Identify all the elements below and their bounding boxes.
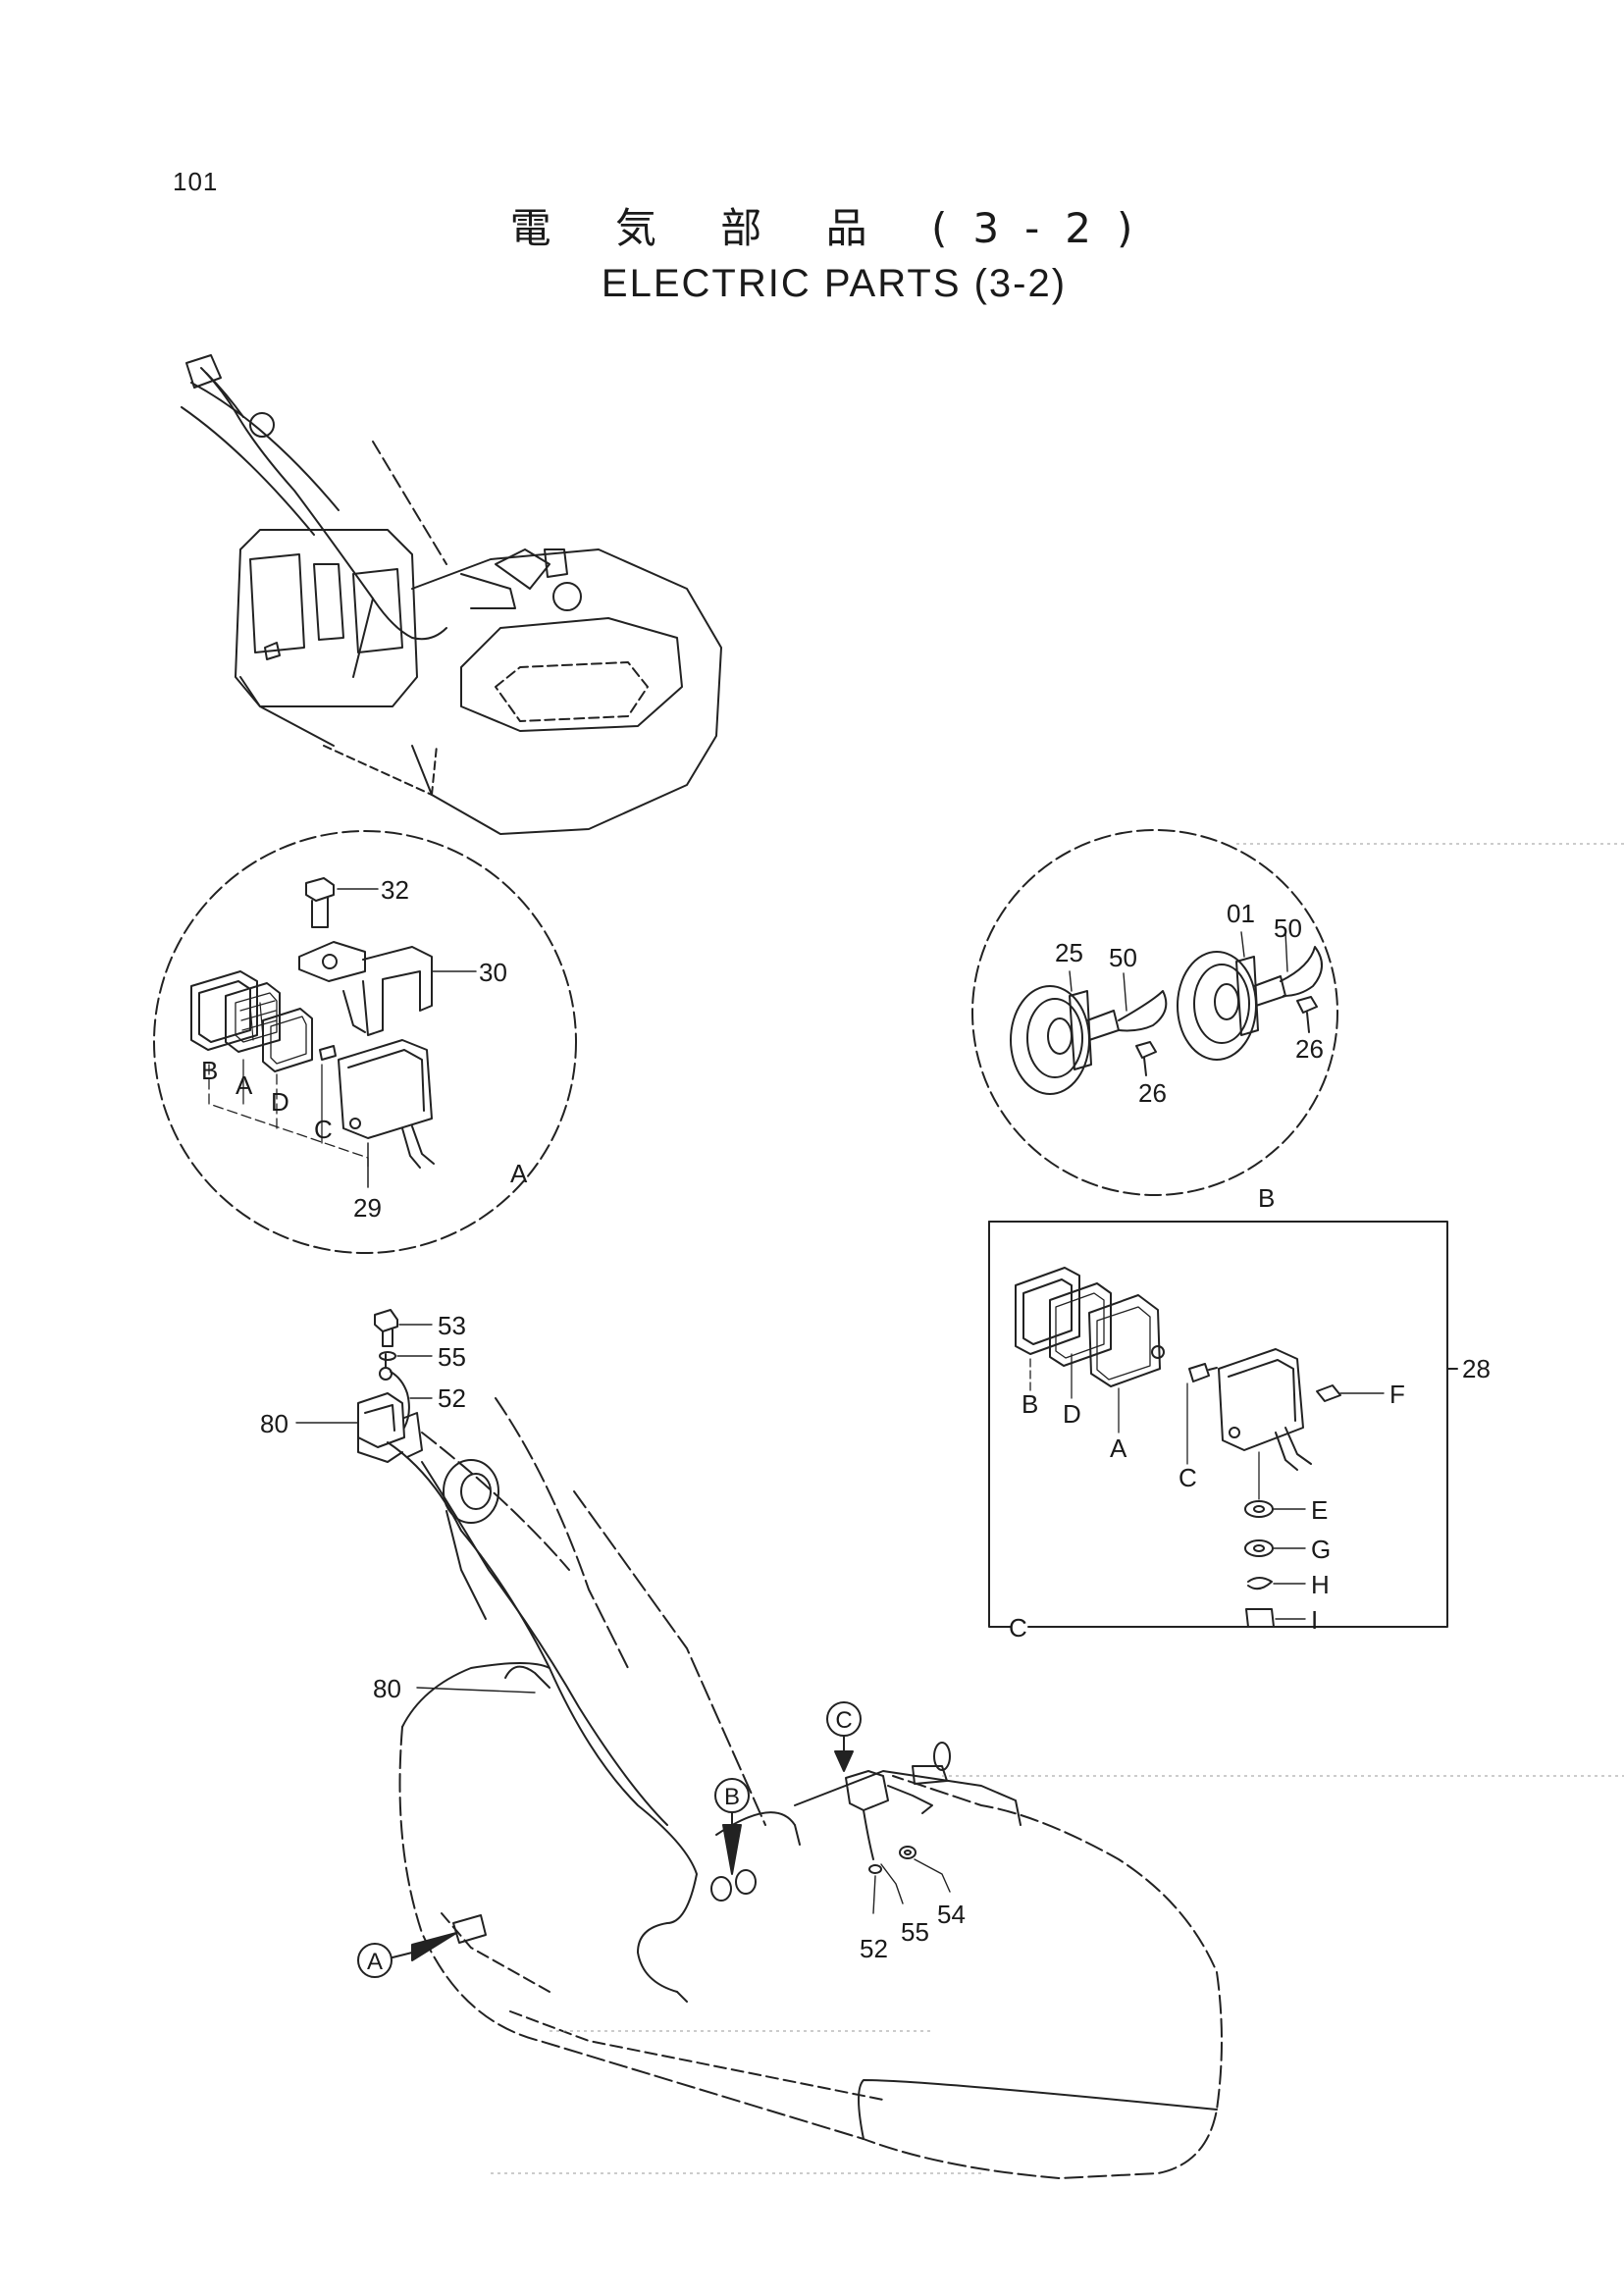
- callout-25: 25: [1055, 938, 1083, 967]
- letter-d: D: [271, 1087, 289, 1117]
- callout-80-top: 80: [260, 1409, 288, 1438]
- callout-52: 52: [438, 1383, 466, 1413]
- overview-excavator: [181, 354, 722, 835]
- callout-29: 29: [353, 1193, 382, 1223]
- detail-a-view: [153, 830, 577, 1254]
- callout-26-right: 26: [1295, 1034, 1324, 1064]
- callout-30: 30: [479, 958, 507, 987]
- detail-a-label: A: [510, 1159, 528, 1188]
- callout-50-left: 50: [1109, 943, 1137, 972]
- callout-80-bottom: 80: [373, 1674, 401, 1703]
- letter-c: C: [314, 1115, 333, 1144]
- callout-labels: 32 30 29 B A D C A 25 50 26 01 50 26 B 2…: [201, 875, 1491, 1963]
- callout-53: 53: [438, 1311, 466, 1340]
- detail-b-label: B: [1258, 1183, 1275, 1213]
- letter-b: B: [201, 1056, 218, 1085]
- callout-26-left: 26: [1138, 1078, 1167, 1108]
- view-markers: B C A: [367, 1707, 853, 1975]
- callout-55: 55: [438, 1342, 466, 1372]
- letter-g: G: [1311, 1535, 1331, 1564]
- title-english: ELECTRIC PARTS (3-2): [601, 262, 1068, 305]
- marker-c: C: [835, 1707, 852, 1734]
- callout-55-right: 55: [901, 1917, 929, 1947]
- letter-i: I: [1311, 1605, 1318, 1635]
- main-upperstructure-view: [295, 1309, 1223, 2179]
- callout-52-right: 52: [860, 1934, 888, 1963]
- detail-c-label: C: [1009, 1613, 1027, 1642]
- letter-f: F: [1389, 1380, 1405, 1409]
- callout-54: 54: [937, 1900, 966, 1929]
- letter-d-c: D: [1063, 1399, 1081, 1429]
- detail-b-view: [971, 829, 1338, 1196]
- detail-c-view: [988, 1221, 1458, 1628]
- title-japanese: 電 気 部 品 (3-2): [509, 204, 1159, 252]
- callout-50-right: 50: [1274, 913, 1302, 943]
- title-block: 電 気 部 品 (3-2) ELECTRIC PARTS (3-2): [491, 201, 1178, 309]
- callout-32: 32: [381, 875, 409, 905]
- letter-b-c: B: [1022, 1389, 1038, 1419]
- letter-h: H: [1311, 1570, 1330, 1599]
- letter-c-c: C: [1179, 1463, 1197, 1492]
- letter-a-c: A: [1110, 1434, 1127, 1463]
- letter-a: A: [236, 1070, 253, 1100]
- page-number: 101: [173, 167, 219, 196]
- marker-a: A: [367, 1949, 383, 1975]
- marker-b: B: [724, 1784, 740, 1810]
- callout-01: 01: [1227, 899, 1255, 928]
- callout-28: 28: [1462, 1354, 1491, 1383]
- letter-e: E: [1311, 1495, 1328, 1525]
